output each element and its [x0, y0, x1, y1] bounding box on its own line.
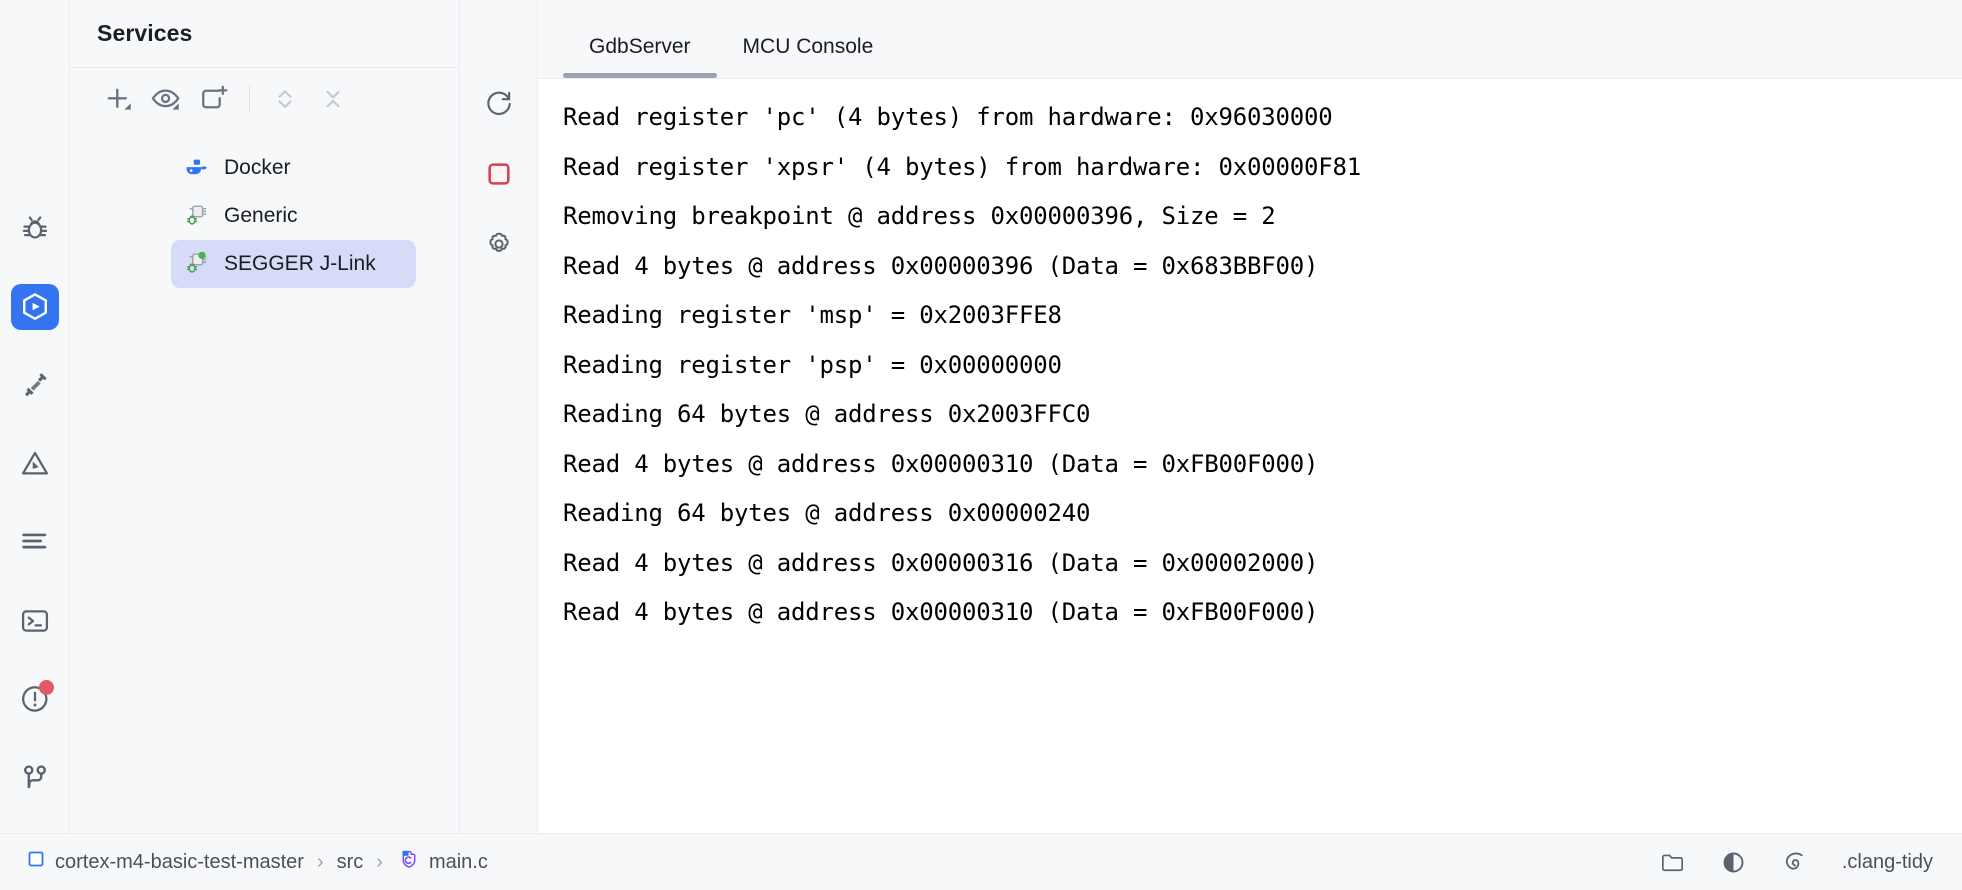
open-folder-button[interactable] [1659, 849, 1686, 876]
breadcrumb-separator: › [316, 850, 324, 873]
tree-item-label: SEGGER J-Link [224, 252, 376, 275]
toolbar-divider [249, 86, 250, 112]
tab-label: GdbServer [589, 35, 691, 58]
console-line: Reading 64 bytes @ address 0x2003FFC0 [563, 400, 1091, 428]
embedded-chip-icon [183, 250, 211, 278]
theme-toggle-button[interactable] [1720, 849, 1747, 876]
collapse-chevrons-icon [326, 90, 340, 108]
status-bar-right: .clang-tidy [1659, 849, 1933, 876]
embedded-chip-icon [183, 202, 211, 230]
console-line: Reading register 'psp' = 0x00000000 [563, 350, 1062, 379]
breadcrumb-label: src [336, 850, 364, 873]
console-line: Read register 'xpsr' (4 bytes) from hard… [563, 152, 1361, 181]
console-line: Removing breakpoint @ address 0x00000396… [563, 202, 1276, 230]
contrast-icon [1723, 852, 1744, 872]
main-area: Services [0, 0, 1962, 833]
bug-icon [18, 211, 52, 245]
breadcrumb-src[interactable]: src [337, 851, 364, 874]
terminal-icon [18, 604, 52, 638]
clang-tidy-config[interactable]: .clang-tidy [1841, 850, 1933, 873]
activity-item-version-control[interactable] [11, 755, 59, 802]
console-line: Read 4 bytes @ address 0x00000316 (Data … [563, 548, 1319, 577]
breadcrumb-project[interactable]: cortex-m4-basic-test-master [26, 849, 304, 875]
tree-item-label: Docker [224, 156, 291, 179]
expand-all-button[interactable] [263, 78, 307, 120]
activity-item-todo[interactable] [11, 519, 59, 566]
activity-item-plugins[interactable] [11, 362, 59, 409]
stop-button[interactable] [477, 152, 521, 196]
breadcrumb: cortex-m4-basic-test-master › src › main… [26, 847, 488, 877]
project-square-icon [26, 849, 46, 875]
notification-icon [18, 682, 52, 716]
tree-item-segger-j-link[interactable]: SEGGER J-Link [171, 240, 416, 288]
tab-active-underline [717, 73, 900, 78]
console-line: Read 4 bytes @ address 0x00000310 (Data … [563, 449, 1319, 478]
status-dot [198, 251, 206, 259]
breadcrumb-label: main.c [428, 850, 488, 873]
c-file-icon [396, 847, 420, 877]
console-panel: GdbServer MCU Console Read register 'pc'… [460, 0, 1962, 833]
tree-item-generic[interactable]: Generic [171, 192, 416, 240]
console-line: Reading register 'msp' = 0x2003FFE8 [563, 301, 1062, 329]
activity-item-notifications[interactable] [11, 676, 59, 723]
services-panel: Services [70, 0, 460, 833]
collapse-all-button[interactable] [311, 78, 355, 120]
services-toolbar [70, 68, 459, 130]
tab-gdbserver[interactable]: GdbServer [563, 35, 717, 78]
status-bar: cortex-m4-basic-test-master › src › main… [0, 833, 1962, 890]
console-line: Read 4 bytes @ address 0x00000310 (Data … [563, 598, 1319, 626]
add-tab-icon [202, 85, 228, 109]
lines-icon [18, 525, 52, 559]
console-toolbar [460, 0, 538, 833]
activity-item-services[interactable] [10, 283, 59, 330]
expand-chevrons-icon [278, 90, 292, 108]
activity-item-terminal[interactable] [11, 598, 59, 645]
notification-badge [38, 680, 54, 695]
spiral-icon [1785, 852, 1803, 869]
add-tab-button[interactable] [192, 78, 236, 120]
tab-label: MCU Console [742, 35, 874, 58]
activity-item-debug[interactable] [11, 205, 59, 252]
console-line: Reading 64 bytes @ address 0x00000240 [563, 499, 1091, 527]
console-line: Read register 'pc' (4 bytes) from hardwa… [563, 103, 1333, 131]
breadcrumb-separator: › [376, 850, 383, 873]
console-output[interactable]: Read register 'pc' (4 bytes) from hardwa… [538, 78, 1962, 833]
add-service-button[interactable] [96, 78, 140, 120]
panel-title: Services [70, 0, 459, 68]
plus-icon [107, 88, 131, 110]
tab-mcu-console[interactable]: MCU Console [717, 35, 900, 78]
console-main: GdbServer MCU Console Read register 'pc'… [538, 0, 1962, 833]
stop-square-icon [487, 163, 510, 185]
services-icon [18, 290, 52, 324]
activity-bar [0, 0, 70, 833]
folder-icon [1661, 854, 1683, 871]
eye-icon [151, 89, 180, 110]
tab-active-underline [563, 73, 717, 78]
gear-icon [488, 232, 509, 252]
breadcrumb-file[interactable]: main.c [396, 847, 488, 877]
tree-item-docker[interactable]: Docker [171, 144, 416, 192]
rerun-icon [486, 91, 511, 116]
services-tree: Docker [70, 130, 459, 288]
clang-tidy-icon-button[interactable] [1781, 849, 1808, 876]
rerun-button[interactable] [477, 82, 521, 126]
git-branch-icon [18, 761, 52, 795]
tree-item-label: Generic [224, 204, 298, 227]
activity-item-problems[interactable] [11, 441, 59, 488]
settings-button[interactable] [477, 222, 521, 266]
plug-icon [18, 368, 52, 402]
warning-triangle-icon [18, 447, 52, 481]
console-line: Read 4 bytes @ address 0x00000396 (Data … [563, 251, 1319, 280]
docker-whale-icon [183, 154, 211, 182]
console-tabs: GdbServer MCU Console [538, 0, 1962, 78]
breadcrumb-label: cortex-m4-basic-test-master [55, 850, 304, 873]
filter-button[interactable] [144, 78, 188, 120]
